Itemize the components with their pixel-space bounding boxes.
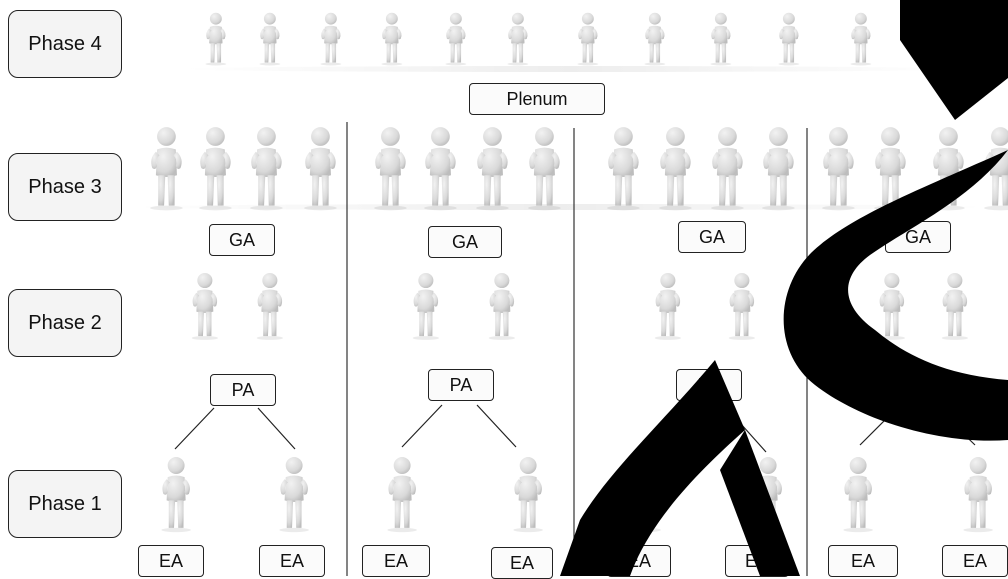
person-icon bbox=[644, 12, 666, 66]
connector-line bbox=[401, 404, 443, 448]
ea-label-col-4-left: EA bbox=[828, 545, 898, 577]
ga-label-col-2: GA bbox=[428, 226, 502, 258]
person-icon bbox=[205, 12, 227, 66]
person-icon bbox=[778, 12, 800, 66]
person-icon bbox=[513, 457, 543, 533]
person-icon bbox=[198, 127, 232, 211]
person-icon bbox=[710, 12, 732, 66]
person-icon bbox=[259, 12, 281, 66]
person-icon bbox=[527, 127, 561, 211]
person-icon bbox=[475, 127, 509, 211]
phase-3-label: Phase 3 bbox=[8, 153, 122, 221]
person-icon bbox=[728, 272, 756, 340]
person-icon bbox=[303, 127, 337, 211]
person-icon bbox=[507, 12, 529, 66]
pa-label-col-2: PA bbox=[428, 369, 494, 401]
person-icon bbox=[373, 127, 407, 211]
person-icon bbox=[445, 12, 467, 66]
connector-line bbox=[174, 407, 215, 450]
person-icon bbox=[381, 12, 403, 66]
person-icon bbox=[249, 127, 283, 211]
connector-line bbox=[257, 407, 296, 450]
person-icon bbox=[821, 127, 855, 211]
person-icon bbox=[161, 457, 191, 533]
person-icon bbox=[279, 457, 309, 533]
phase-1-label: Phase 1 bbox=[8, 470, 122, 538]
phase-3-floor bbox=[130, 204, 990, 210]
person-icon bbox=[149, 127, 183, 211]
person-icon bbox=[843, 457, 873, 533]
person-icon bbox=[387, 457, 417, 533]
phase-4-label: Phase 4 bbox=[8, 10, 122, 78]
phase-4-floor bbox=[180, 66, 960, 72]
connector-line bbox=[476, 404, 517, 448]
person-icon bbox=[412, 272, 440, 340]
person-icon bbox=[423, 127, 457, 211]
plenum-label: Plenum bbox=[469, 83, 605, 115]
ga-label-col-1: GA bbox=[209, 224, 275, 256]
person-icon bbox=[761, 127, 795, 211]
person-icon bbox=[941, 272, 969, 340]
person-icon bbox=[878, 272, 906, 340]
person-icon bbox=[873, 127, 907, 211]
phase-2-label: Phase 2 bbox=[8, 289, 122, 357]
person-icon bbox=[606, 127, 640, 211]
person-icon bbox=[488, 272, 516, 340]
person-icon bbox=[654, 272, 682, 340]
person-icon bbox=[320, 12, 342, 66]
person-icon bbox=[658, 127, 692, 211]
ga-label-col-3: GA bbox=[678, 221, 746, 253]
person-icon bbox=[577, 12, 599, 66]
ea-label-col-1-right: EA bbox=[259, 545, 325, 577]
person-icon bbox=[850, 12, 872, 66]
person-icon bbox=[256, 272, 284, 340]
person-icon bbox=[710, 127, 744, 211]
pa-label-col-1: PA bbox=[210, 374, 276, 406]
person-icon bbox=[191, 272, 219, 340]
person-icon bbox=[963, 457, 993, 533]
